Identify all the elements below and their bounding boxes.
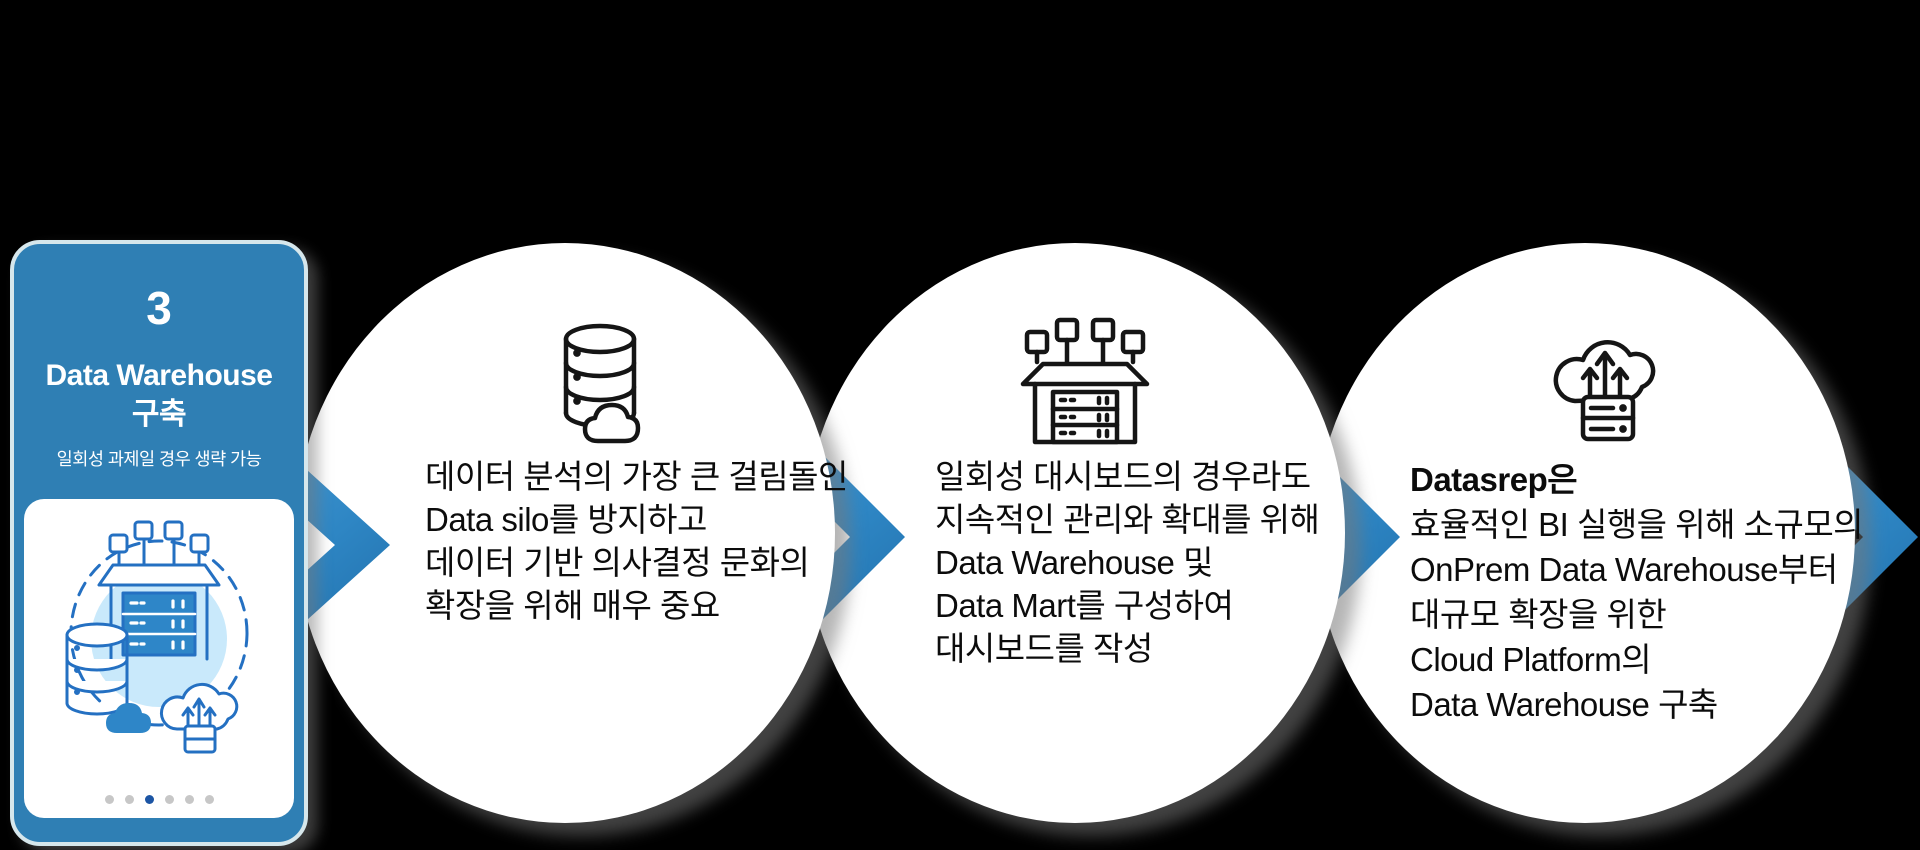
card-illustration-panel <box>24 499 294 818</box>
card-title: Data Warehouse 구축 <box>14 356 304 434</box>
pagination-dot[interactable] <box>204 795 214 804</box>
step-text-line: Data Warehouse 및 <box>935 544 1213 581</box>
step-summary-card: 3 Data Warehouse 구축 일회성 과제일 경우 생략 가능 <box>10 240 308 846</box>
pagination-dot[interactable] <box>124 795 134 804</box>
step-text-line: Data Mart를 구성하여 <box>935 587 1234 624</box>
pagination-dot-active[interactable] <box>144 795 154 804</box>
pagination-dot[interactable] <box>104 795 114 804</box>
step-text-line: Datasrep은 <box>1410 461 1578 498</box>
pagination-dots <box>24 795 294 804</box>
pagination-dot[interactable] <box>184 795 194 804</box>
data-warehouse-illustration <box>49 507 269 762</box>
card-title-line2: 구축 <box>131 398 187 431</box>
pagination-dot[interactable] <box>164 795 174 804</box>
step-text-line: Data silo를 방지하고 <box>425 501 707 538</box>
step-text-line: 일회성 대시보드의 경우라도 <box>935 458 1311 495</box>
card-subtitle: 일회성 과제일 경우 생략 가능 <box>56 449 262 469</box>
cloud-upload-icon <box>1545 305 1665 450</box>
card-title-line1: Data Warehouse <box>45 359 273 392</box>
step-text-line: 데이터 분석의 가장 큰 걸림돌인 <box>425 458 848 495</box>
step-text-line: 지속적인 관리와 확대를 위해 <box>935 501 1320 538</box>
step-text-line: 효율적인 BI 실행을 위해 소규모의 <box>1410 506 1864 543</box>
step-text-line: 대시보드를 작성 <box>935 630 1153 667</box>
step-text-line: 확장을 위해 매우 중요 <box>425 587 720 624</box>
step-number: 3 <box>146 282 172 334</box>
step-text-line: OnPrem Data Warehouse부터 <box>1410 551 1838 588</box>
warehouse-icon <box>1015 312 1155 452</box>
step-text-line: Data Warehouse 구축 <box>1410 686 1718 723</box>
step-text-line: 데이터 기반 의사결정 문화의 <box>425 544 810 581</box>
step-text-line: Cloud Platform의 <box>1410 641 1652 678</box>
database-cloud-icon <box>550 315 650 455</box>
step-text-line: 대규모 확장을 위한 <box>1410 596 1667 633</box>
